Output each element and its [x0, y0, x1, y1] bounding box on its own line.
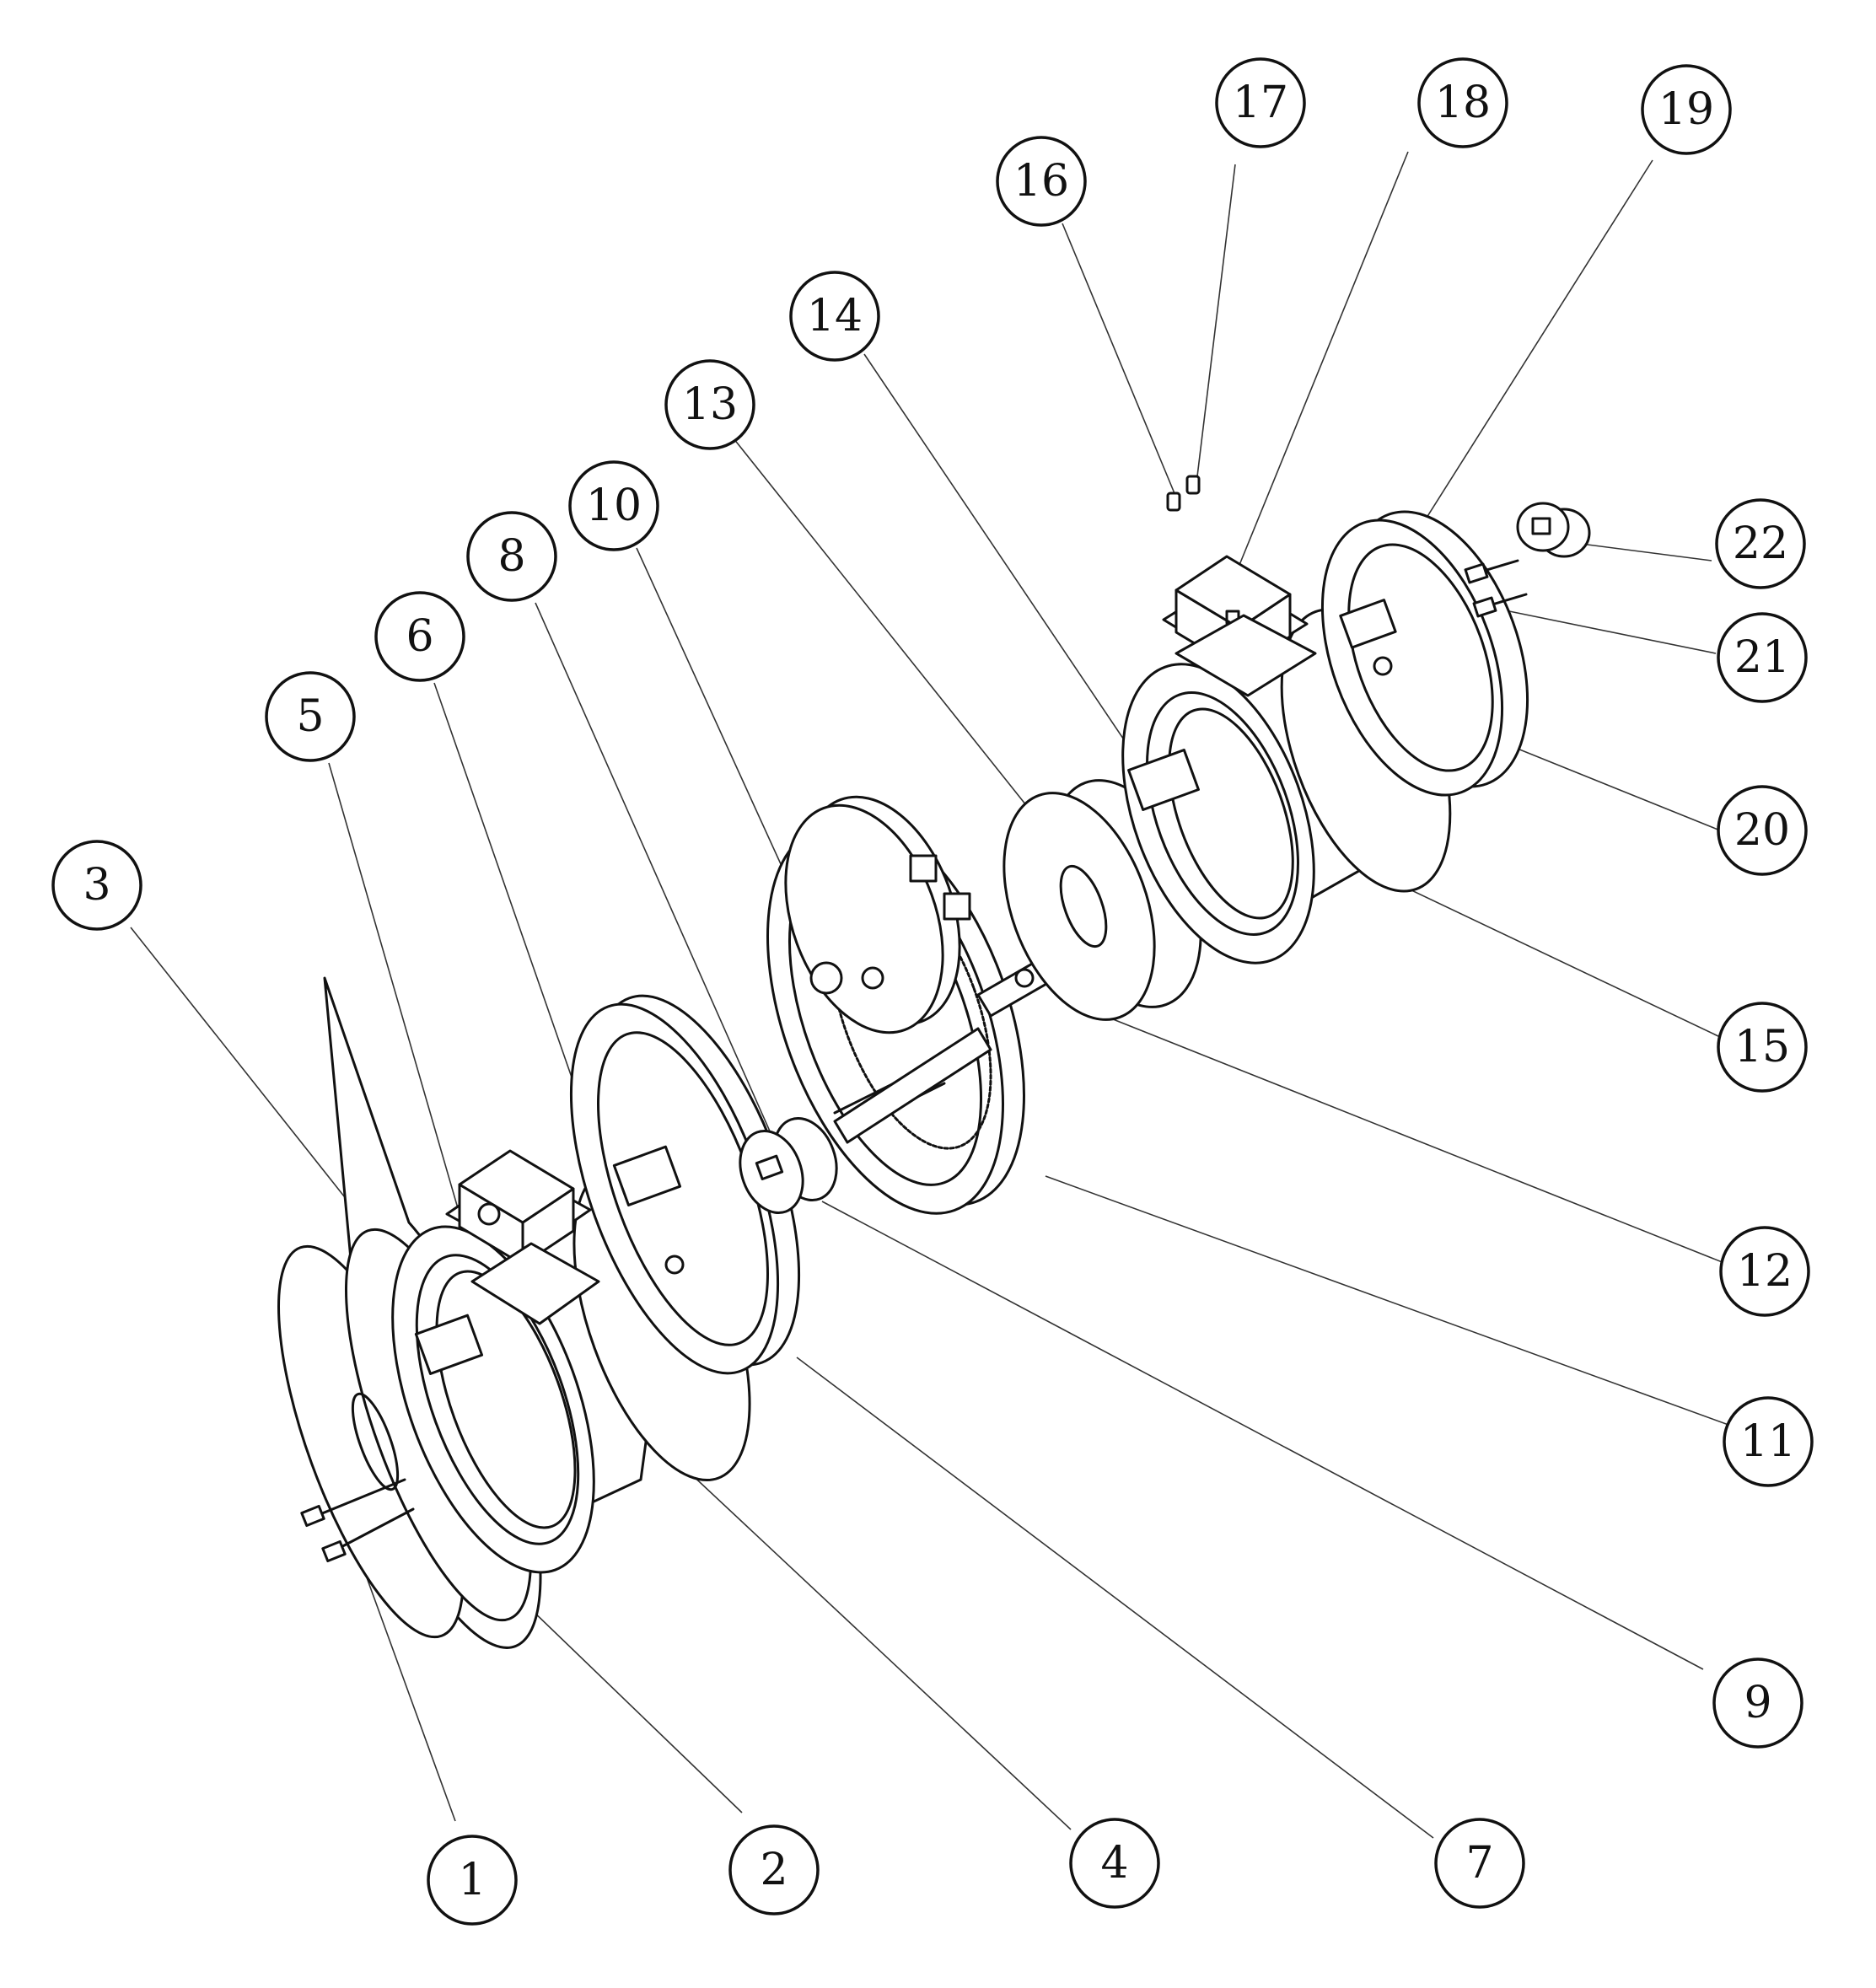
part-rotor-half [784, 795, 971, 1034]
callout-4-label: 4 [1100, 1838, 1128, 1889]
callout-12: 12 [1719, 1226, 1810, 1317]
callout-5-label: 5 [296, 691, 324, 742]
callout-12-label: 12 [1737, 1246, 1793, 1297]
callout-bubbles: 1 2 3 4 5 6 7 8 9 10 11 12 13 14 15 16 1… [51, 57, 1814, 1926]
callout-6-label: 6 [406, 611, 433, 662]
callout-9-label: 9 [1744, 1678, 1771, 1728]
callout-17-label: 17 [1233, 78, 1288, 128]
callout-16-label: 16 [1013, 156, 1069, 207]
part-end-disc-right [1320, 510, 1529, 797]
leader-13 [733, 438, 1034, 814]
callout-6: 6 [374, 591, 465, 682]
leader-lines [130, 151, 1729, 1839]
leader-12 [1062, 998, 1729, 1265]
leader-18 [1239, 151, 1409, 566]
callout-1: 1 [427, 1835, 518, 1926]
callout-15-label: 15 [1734, 1022, 1790, 1072]
callout-15: 15 [1717, 1002, 1808, 1093]
leader-16 [1062, 223, 1177, 498]
callout-18: 18 [1417, 57, 1508, 148]
leader-20 [1500, 741, 1721, 831]
part-sleeve [1516, 502, 1591, 558]
parts [277, 475, 1591, 1649]
callout-3-label: 3 [83, 860, 110, 911]
callout-14: 14 [789, 271, 880, 362]
leader-11 [1045, 1175, 1729, 1426]
callout-1-label: 1 [458, 1855, 486, 1905]
part-junction-box-left [445, 1149, 600, 1325]
callout-10-label: 10 [586, 481, 642, 531]
callout-13-label: 13 [682, 379, 738, 430]
leader-17 [1196, 164, 1236, 477]
leader-7 [796, 1357, 1434, 1839]
callout-22-label: 22 [1733, 518, 1788, 569]
leader-21 [1508, 610, 1717, 654]
callout-11-label: 11 [1740, 1416, 1796, 1467]
part-bolts-right [1464, 559, 1528, 618]
leader-1 [353, 1542, 456, 1822]
callout-8-label: 8 [497, 531, 525, 582]
callout-14-label: 14 [807, 291, 863, 341]
callout-10: 10 [568, 460, 659, 551]
callout-7: 7 [1434, 1818, 1525, 1909]
leader-2 [505, 1584, 743, 1813]
callout-21: 21 [1717, 612, 1808, 703]
callout-2: 2 [728, 1824, 820, 1915]
callout-20: 20 [1717, 785, 1808, 876]
leader-22 [1580, 543, 1712, 561]
callout-20-label: 20 [1734, 805, 1790, 856]
leader-14 [863, 353, 1143, 768]
part-bolts-left [300, 1478, 415, 1563]
part-junction-box-right [1162, 555, 1317, 697]
callout-8: 8 [466, 511, 557, 602]
callout-17: 17 [1215, 57, 1306, 148]
callout-2-label: 2 [760, 1845, 787, 1895]
leader-8 [535, 602, 785, 1164]
callout-4: 4 [1069, 1818, 1160, 1909]
leader-15 [1373, 872, 1721, 1038]
leader-9 [821, 1201, 1704, 1670]
callout-13: 13 [664, 359, 755, 450]
leader-4 [674, 1458, 1072, 1830]
callout-11: 11 [1723, 1396, 1814, 1487]
callout-5: 5 [265, 671, 356, 762]
callout-19-label: 19 [1658, 84, 1714, 135]
callout-19: 19 [1641, 64, 1732, 155]
part-coupling [739, 1117, 838, 1214]
callout-18-label: 18 [1435, 78, 1491, 128]
leader-5 [328, 762, 460, 1215]
callout-9: 9 [1712, 1658, 1803, 1749]
callout-21-label: 21 [1734, 632, 1790, 683]
callout-7-label: 7 [1465, 1838, 1493, 1889]
callout-16: 16 [996, 136, 1087, 227]
part-screws [1166, 475, 1201, 512]
callout-3: 3 [51, 840, 142, 931]
callout-22: 22 [1715, 498, 1806, 589]
